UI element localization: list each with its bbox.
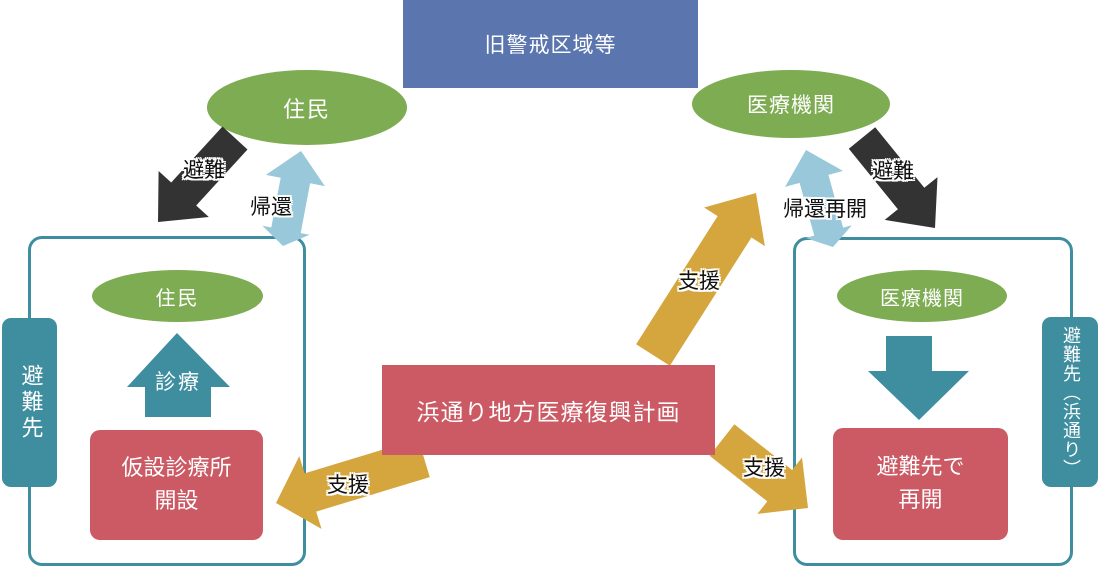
former-caution-zone-box: 旧警戒区域等: [403, 0, 698, 88]
medical-top-label: 医療機関: [747, 93, 835, 117]
evacuate-left-label: 避難: [183, 158, 225, 182]
evacuation-site-left-tab: 避難先: [2, 318, 57, 487]
reopen-at-evacuation-site-box: 避難先で 再開: [833, 428, 1008, 540]
temporary-clinic-line1: 仮設診療所: [121, 456, 232, 481]
support-right-label: 支援: [743, 456, 785, 480]
residents-top-label: 住民: [282, 97, 331, 123]
support-left-label: 支援: [327, 473, 369, 497]
return-left-label: 帰還: [250, 195, 292, 219]
recovery-plan-label: 浜通り地方医療復興計画: [416, 400, 681, 426]
reopen-line1: 避難先で: [876, 455, 965, 480]
medical-institution-ellipse-evacuated: 医療機関: [837, 270, 1007, 322]
support-center-label: 支援: [678, 269, 720, 293]
temporary-clinic-line2: 開設: [154, 489, 199, 514]
residents-ellipse-evacuated: 住民: [92, 270, 263, 322]
evacuation-site-right-tab: 避難先（浜通り）: [1042, 317, 1098, 487]
medical-evacuated-label: 医療機関: [880, 285, 964, 310]
medical-institution-ellipse-top: 医療機関: [692, 70, 890, 138]
care-label: 診療: [155, 370, 201, 394]
return-reopen-right-label: 帰還再開: [783, 197, 867, 221]
temporary-clinic-box: 仮設診療所 開設: [90, 430, 263, 540]
evacuation-site-left-tab-label: 避難先: [17, 363, 43, 442]
former-caution-zone-label: 旧警戒区域等: [484, 33, 617, 57]
evacuate-right-label: 避難: [872, 159, 914, 183]
recovery-plan-box: 浜通り地方医療復興計画: [382, 365, 715, 455]
residents-evacuated-label: 住民: [155, 285, 200, 310]
reopen-line2: 再開: [898, 488, 943, 513]
residents-ellipse-top: 住民: [207, 70, 407, 145]
evacuation-site-right-tab-label: 避難先（浜通り）: [1060, 326, 1081, 478]
